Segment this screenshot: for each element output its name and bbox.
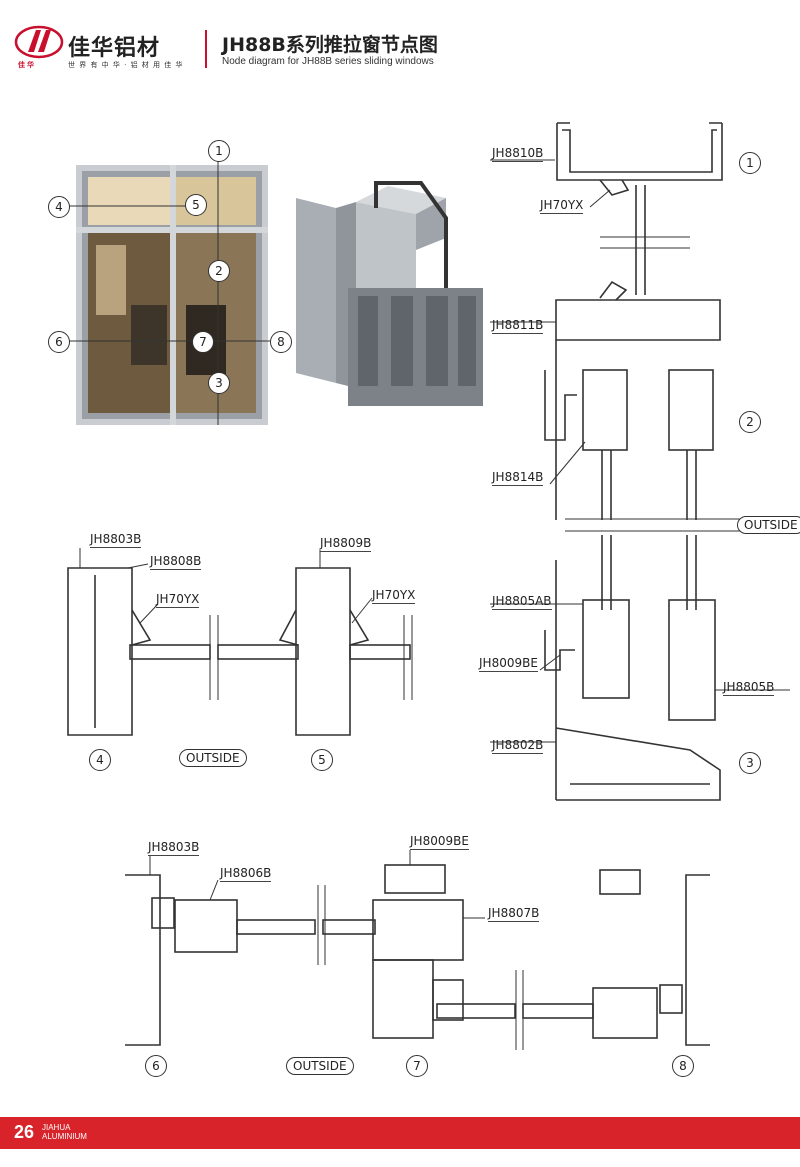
window-elevation-image <box>76 165 268 425</box>
label-jh8811b: JH8811B <box>492 318 544 334</box>
label-jh70yx-top: JH70YX <box>540 198 584 214</box>
label-jh8809b: JH8809B <box>320 536 372 552</box>
label-jh8814b: JH8814B <box>492 470 544 486</box>
marker-1: 1 <box>208 140 230 162</box>
section-marker-2: 2 <box>739 411 761 433</box>
outside-label-middle: OUTSIDE <box>179 749 247 767</box>
label-jh70yx-left: JH70YX <box>156 592 200 608</box>
profile-3d-image <box>296 181 483 406</box>
page-title: JH88B系列推拉窗节点图 <box>222 34 438 56</box>
footer-bar <box>0 1117 800 1149</box>
page-subtitle: Node diagram for JH88B series sliding wi… <box>222 56 434 67</box>
page-number: 26 <box>14 1122 35 1142</box>
label-jh8803b-b: JH8803B <box>148 840 200 856</box>
marker-7: 7 <box>192 331 214 353</box>
label-jh8803b-a: JH8803B <box>90 532 142 548</box>
footer-brand-line2: ALUMINIUM <box>42 1132 87 1141</box>
label-jh8009be-right: JH8009BE <box>479 656 538 672</box>
label-jh8802b: JH8802B <box>492 738 544 754</box>
footer-brand-line1: JIAHUA <box>42 1123 71 1132</box>
label-jh8009be-bottom: JH8009BE <box>410 834 469 850</box>
marker-3: 3 <box>208 372 230 394</box>
jiahua-logo <box>14 25 64 59</box>
footer-brand: JIAHUA ALUMINIUM <box>42 1123 87 1141</box>
section-marker-6: 6 <box>145 1055 167 1077</box>
label-jh70yx-right: JH70YX <box>372 588 416 604</box>
outside-label-right: OUTSIDE <box>737 516 800 534</box>
section-marker-7: 7 <box>406 1055 428 1077</box>
marker-4: 4 <box>48 196 70 218</box>
logo-subtext: 佳 华 <box>18 62 34 69</box>
outside-label-bottom: OUTSIDE <box>286 1057 354 1075</box>
brand-name: 佳华铝材 <box>68 36 161 61</box>
section-marker-1: 1 <box>739 152 761 174</box>
brand-slogan: 世 界 有 中 华 · 铝 材 用 佳 华 <box>68 61 184 69</box>
marker-8: 8 <box>270 331 292 353</box>
label-jh8808b: JH8808B <box>150 554 202 570</box>
label-jh8806b: JH8806B <box>220 866 272 882</box>
marker-6: 6 <box>48 331 70 353</box>
marker-5: 5 <box>185 194 207 216</box>
section-marker-8: 8 <box>672 1055 694 1077</box>
marker-2: 2 <box>208 260 230 282</box>
section-marker-5: 5 <box>311 749 333 771</box>
section-marker-3: 3 <box>739 752 761 774</box>
label-jh8805b: JH8805B <box>723 680 775 696</box>
label-jh8810b: JH8810B <box>492 146 544 162</box>
label-jh8805ab: JH8805AB <box>492 594 552 610</box>
label-jh8807b: JH8807B <box>488 906 540 922</box>
section-marker-4: 4 <box>89 749 111 771</box>
header-divider <box>205 30 207 68</box>
